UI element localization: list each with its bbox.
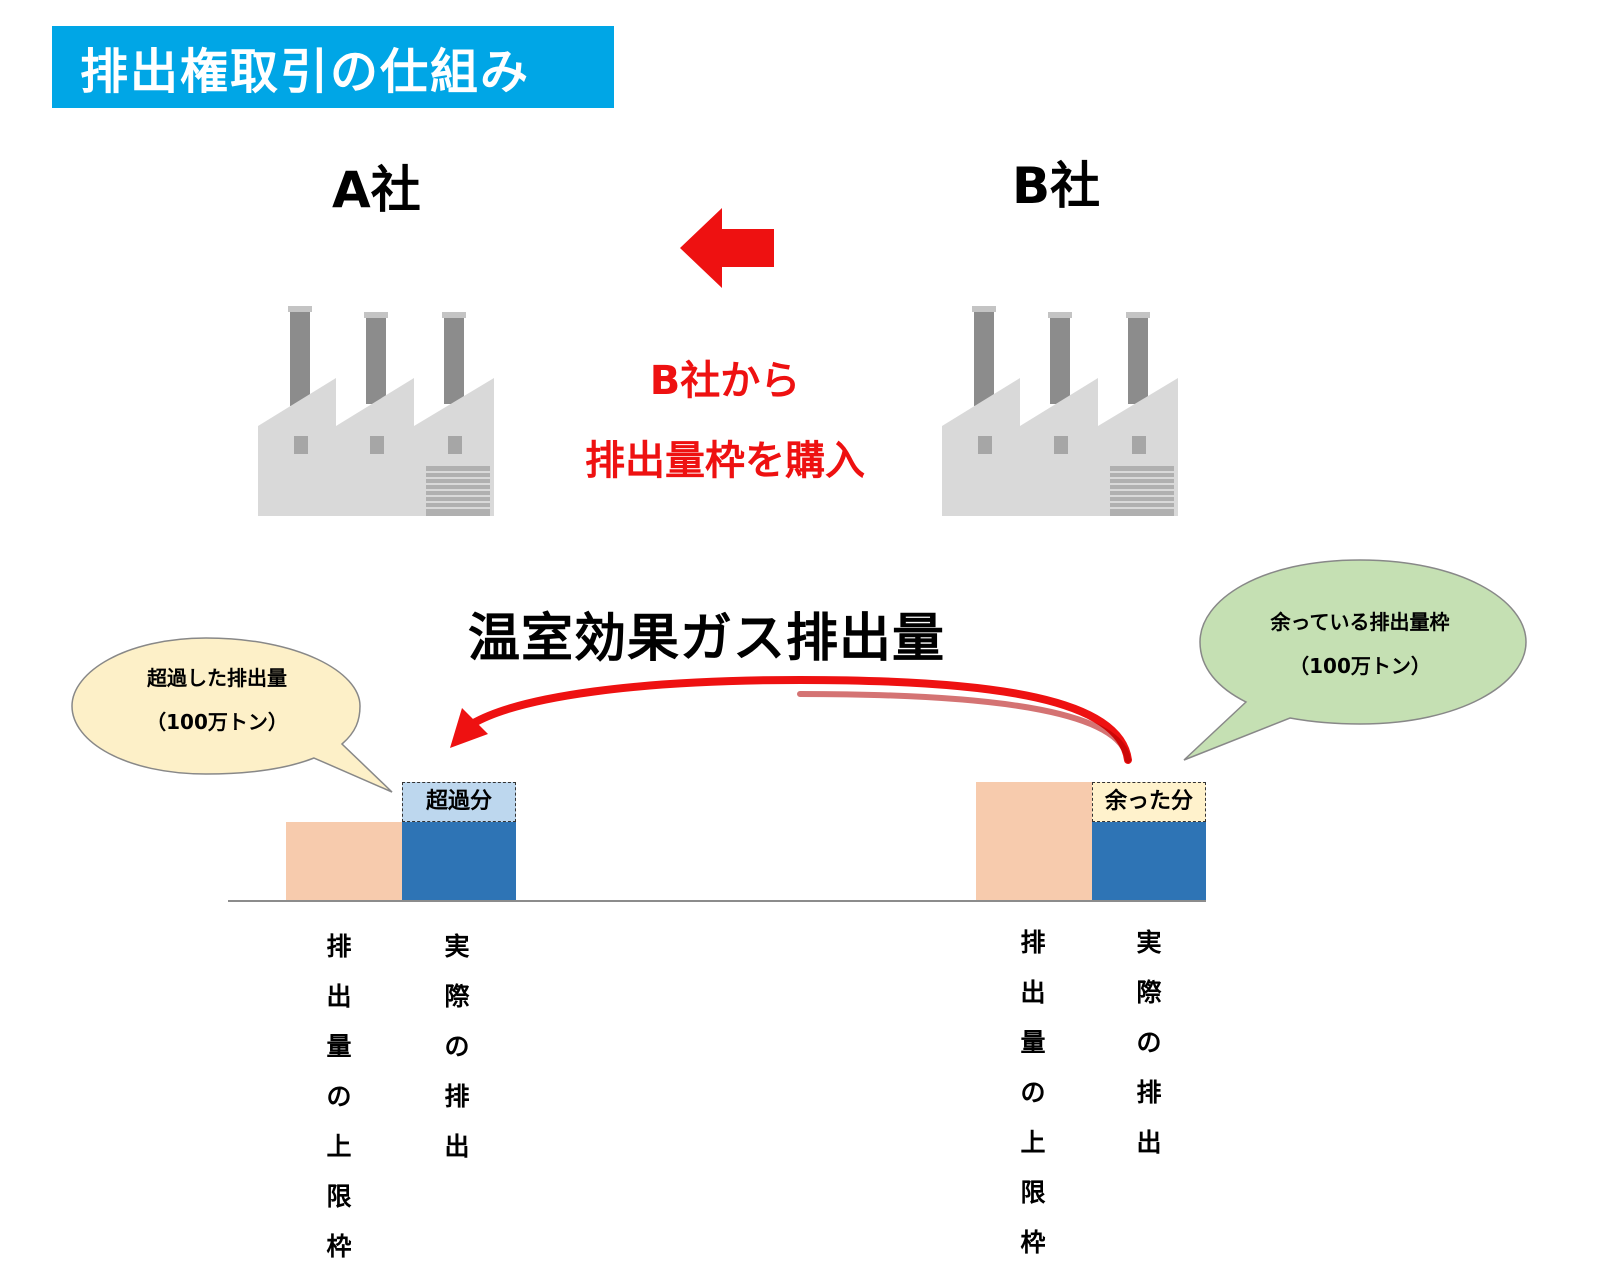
bubble-a-line1: 超過した排出量: [147, 666, 287, 690]
baseline: [228, 900, 1206, 902]
emissions-heading: 温室効果ガス排出量: [468, 609, 946, 669]
curved-arrow-icon: [450, 675, 1132, 764]
company-a-label: A社: [332, 161, 421, 219]
page-title: 排出権取引の仕組み: [80, 44, 531, 100]
a-cap-bar: [286, 822, 402, 900]
transfer-text-line1: B社から: [649, 358, 801, 404]
b-surplus-box: 余った分: [1092, 782, 1206, 822]
left-arrow-icon: [680, 208, 774, 288]
speech-bubble: [71, 637, 393, 793]
factory-icon: [942, 306, 1178, 516]
a-actual-label: 実際の排出: [444, 932, 470, 1161]
bubble-a-line2: （100万トン）: [146, 710, 288, 734]
b-actual-label: 実際の排出: [1136, 928, 1162, 1157]
transfer-text-line2: 排出量枠を購入: [585, 438, 865, 484]
title-banner: 排出権取引の仕組み: [52, 26, 614, 108]
bubble-b-line2: （100万トン）: [1289, 654, 1431, 678]
b-actual-bar: [1092, 822, 1206, 900]
factory-icon: [258, 306, 494, 516]
speech-bubble: [1183, 559, 1527, 761]
bubble-b-line1: 余っている排出量枠: [1270, 610, 1450, 634]
b-cap-bar: [976, 782, 1092, 900]
a-cap-label: 排出量の上限枠: [326, 932, 352, 1261]
a-excess-box: 超過分: [402, 782, 516, 822]
b-cap-label: 排出量の上限枠: [1020, 928, 1046, 1257]
a-actual-bar: [402, 822, 516, 900]
company-b-label: B社: [1012, 157, 1101, 215]
